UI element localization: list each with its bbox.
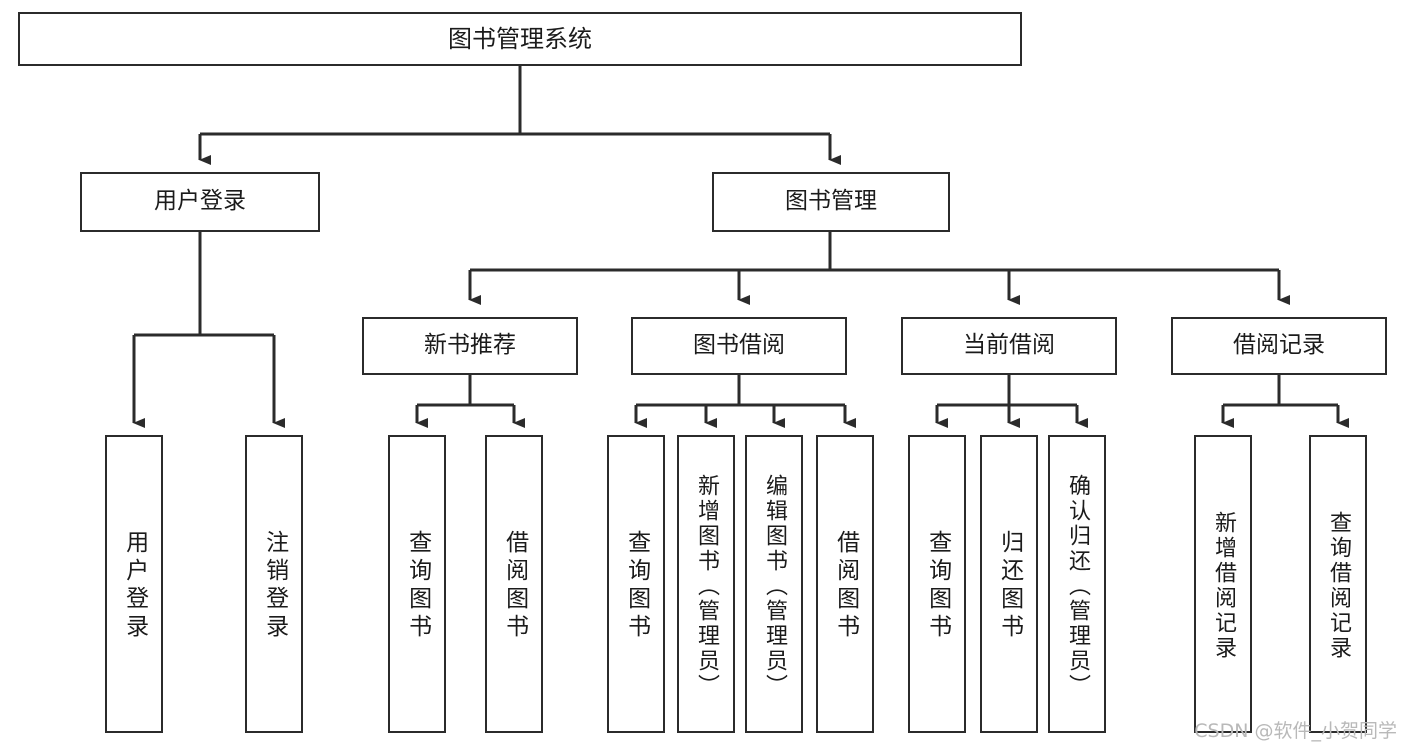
node-label: 图书借阅	[693, 332, 785, 359]
leaf-add-borrow-record[interactable]: 新增借阅记录	[1194, 435, 1252, 733]
node-label: 借阅图书	[501, 530, 528, 642]
leaf-confirm-return-admin[interactable]: 确认归还（管理员）	[1048, 435, 1106, 733]
leaf-user-login[interactable]: 用户登录	[105, 435, 163, 733]
leaf-add-book-admin[interactable]: 新增图书（管理员）	[677, 435, 735, 733]
node-label: 新书推荐	[424, 332, 516, 359]
leaf-logout[interactable]: 注销登录	[245, 435, 303, 733]
leaf-borrow-book[interactable]: 借阅图书	[816, 435, 874, 733]
leaf-query-borrow-record[interactable]: 查询借阅记录	[1309, 435, 1367, 733]
node-label: 借阅记录	[1233, 332, 1325, 359]
leaf-query-book-borrow[interactable]: 查询图书	[607, 435, 665, 733]
node-book-management[interactable]: 图书管理	[712, 172, 950, 232]
node-label: 新增借阅记录	[1210, 511, 1236, 661]
leaf-borrow-book-recommend[interactable]: 借阅图书	[485, 435, 543, 733]
node-label: 查询图书	[924, 530, 951, 642]
node-label: 新增图书（管理员）	[693, 473, 719, 699]
node-label: 借阅图书	[832, 530, 859, 642]
leaf-query-book-current[interactable]: 查询图书	[908, 435, 966, 733]
node-label: 查询借阅记录	[1325, 511, 1351, 661]
node-label: 用户登录	[154, 188, 246, 215]
node-book-borrow[interactable]: 图书借阅	[631, 317, 847, 375]
node-label: 图书管理系统	[448, 24, 592, 53]
leaf-edit-book-admin[interactable]: 编辑图书（管理员）	[745, 435, 803, 733]
node-current-borrow[interactable]: 当前借阅	[901, 317, 1117, 375]
leaf-return-book[interactable]: 归还图书	[980, 435, 1038, 733]
node-label: 查询图书	[623, 530, 650, 642]
leaf-query-book-recommend[interactable]: 查询图书	[388, 435, 446, 733]
node-label: 编辑图书（管理员）	[761, 473, 787, 699]
node-label: 归还图书	[996, 530, 1023, 642]
node-new-book-recommend[interactable]: 新书推荐	[362, 317, 578, 375]
node-label: 图书管理	[785, 188, 877, 215]
node-label: 注销登录	[261, 530, 288, 642]
node-borrow-record[interactable]: 借阅记录	[1171, 317, 1387, 375]
node-label: 确认归还（管理员）	[1064, 473, 1090, 699]
node-label: 用户登录	[121, 530, 148, 642]
node-user-login[interactable]: 用户登录	[80, 172, 320, 232]
node-root[interactable]: 图书管理系统	[18, 12, 1022, 66]
node-label: 查询图书	[404, 530, 431, 642]
node-label: 当前借阅	[963, 332, 1055, 359]
